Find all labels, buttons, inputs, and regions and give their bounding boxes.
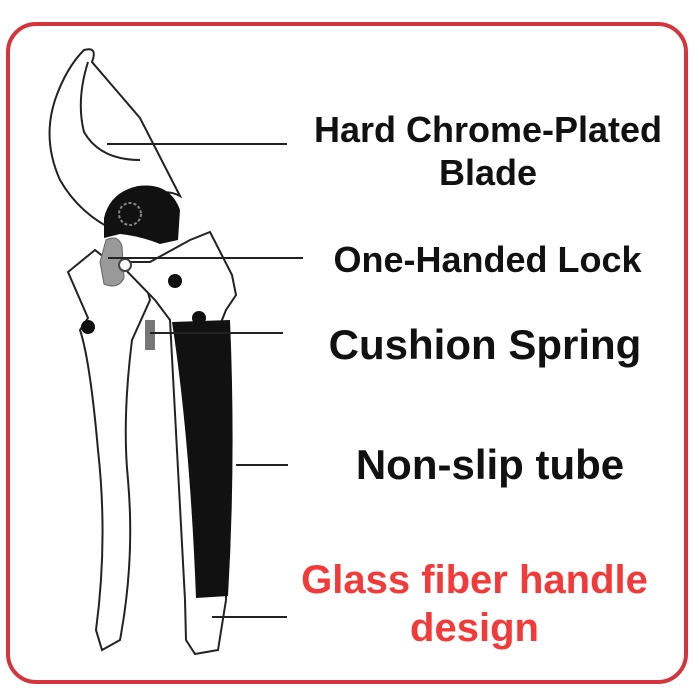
label-blade: Hard Chrome-Plated Blade [313, 109, 663, 194]
lock-lever [99, 237, 125, 287]
non-slip-tube [172, 320, 233, 598]
left-handle [66, 248, 152, 652]
pivot-bolt [118, 202, 142, 226]
cushion-spring [145, 320, 155, 350]
label-spring: Cushion Spring [328, 321, 642, 368]
label-handle: Glass fiber handle design [301, 558, 648, 650]
red-border-frame [6, 22, 688, 684]
label-tube: Non-slip tube [355, 441, 625, 488]
pivot-head [104, 185, 180, 244]
label-lock: One-Handed Lock [333, 239, 642, 280]
